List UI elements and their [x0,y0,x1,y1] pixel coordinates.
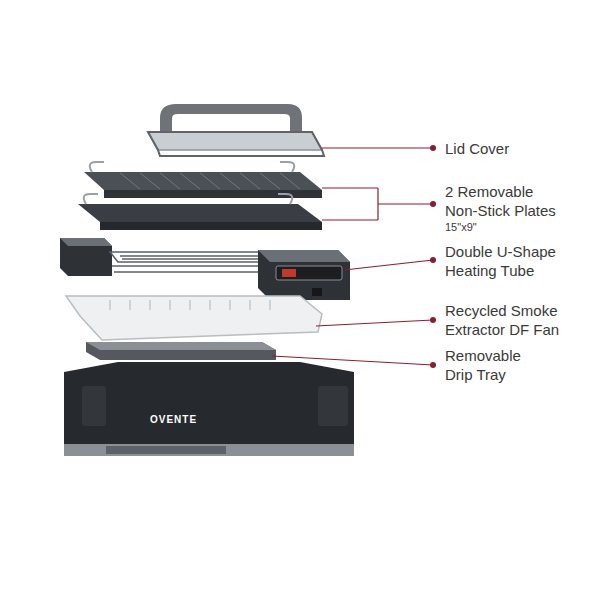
part-label: 2 Removable Non-Stick Plates [445,182,570,220]
part-label: Removable Drip Tray [445,346,540,384]
grill-plate-top [84,172,322,190]
part-label: Recycled Smoke Extractor DF Fan [445,301,570,339]
part-label: Double U-Shape Heating Tube [445,242,570,280]
leader-lines [272,148,433,365]
heating-rack [110,252,272,272]
griddle-plate-side [100,222,322,230]
brand-logo: OVENTE [150,414,230,426]
lid-rim [148,132,324,156]
drip-tray [86,342,276,360]
dimension-label: 15"x9" [445,221,525,234]
base-bottom [64,444,354,456]
griddle-plate-top [78,204,322,222]
heater-left-block [60,238,112,276]
lid-glass [148,132,322,150]
heater-right-block [258,250,350,300]
grill-ridges [120,173,300,189]
leader-dots [430,145,436,368]
fan-vents [110,300,270,310]
fan-tray [66,296,322,340]
part-label: Lid Cover [445,139,575,158]
grill-base [64,362,354,444]
lid-handle [160,104,302,132]
control-display [276,266,342,280]
